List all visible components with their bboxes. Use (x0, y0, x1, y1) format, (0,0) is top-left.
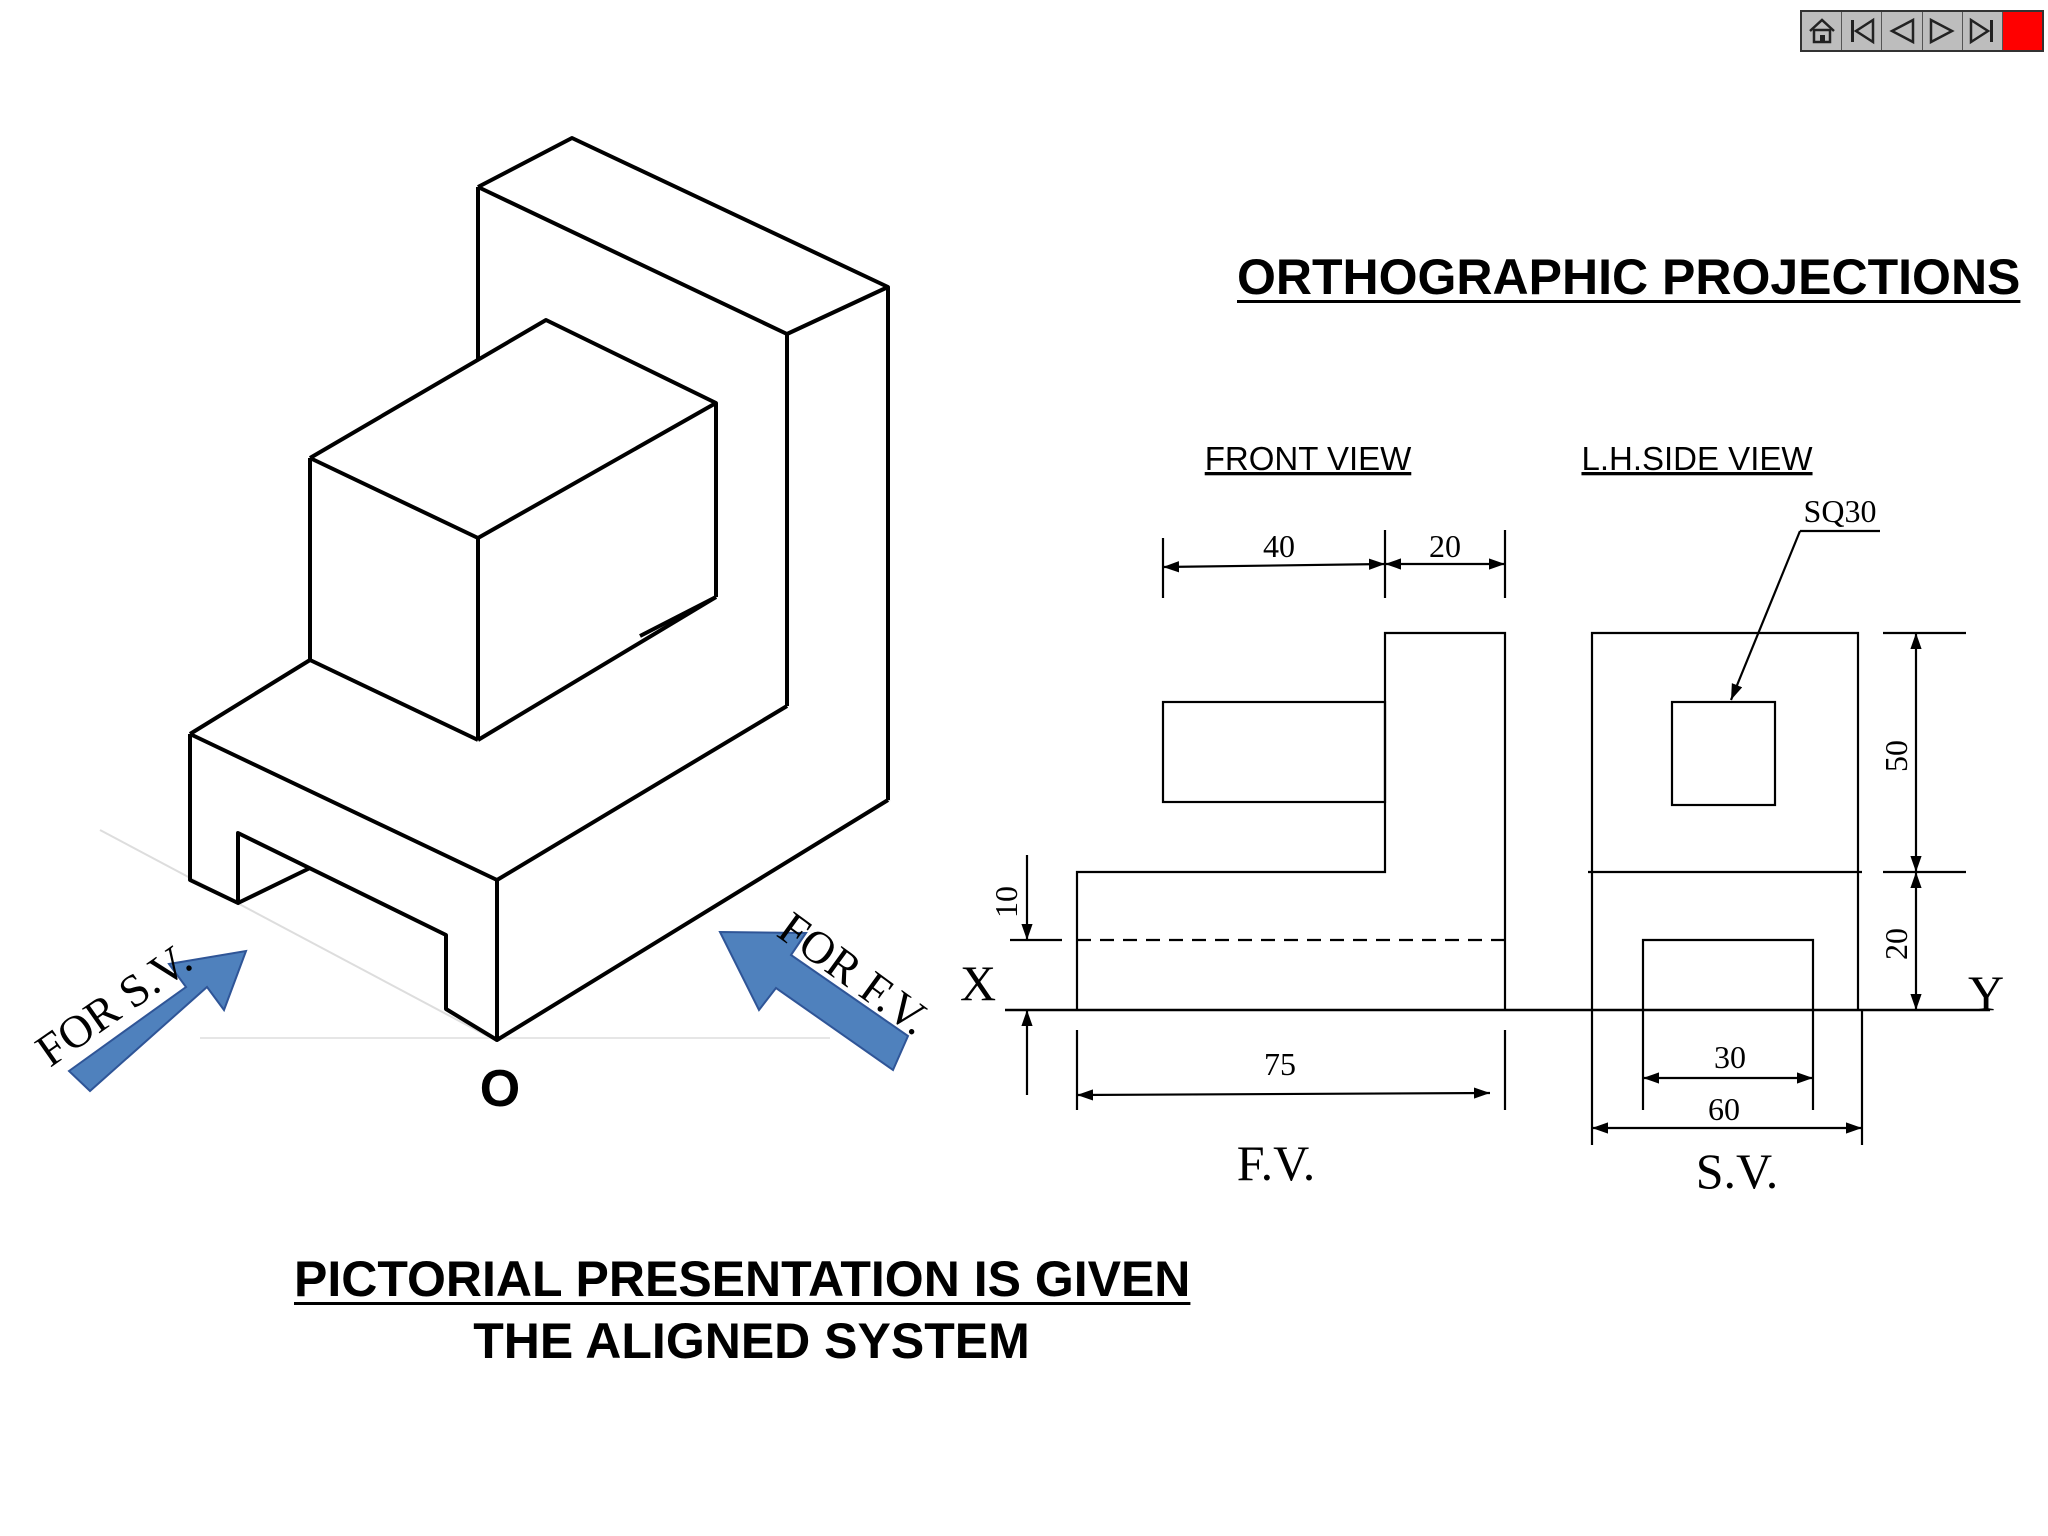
dim-30: 30 (1714, 1039, 1746, 1075)
y-label: Y (1968, 965, 2004, 1021)
exit-button[interactable] (2002, 12, 2043, 50)
dim-20-top: 20 (1429, 528, 1461, 564)
home-button[interactable] (1802, 12, 1843, 50)
dim-60: 60 (1708, 1091, 1740, 1127)
dim-20-side: 20 (1878, 928, 1914, 960)
upright-block (477, 136, 890, 800)
sv-caption: S.V. (1696, 1143, 1778, 1199)
first-slide-button[interactable] (1842, 12, 1883, 50)
base-slot (188, 734, 499, 1042)
fv-caption: F.V. (1237, 1135, 1315, 1191)
front-view: FRONT VIEW 40 20 10 75 F.V. (988, 440, 1507, 1191)
isometric-object (99, 136, 891, 1042)
aligned-system-subtitle: THE ALIGNED SYSTEM (473, 1313, 1030, 1369)
last-slide-icon (1970, 17, 1994, 45)
origin-label: O (480, 1060, 520, 1118)
side-view-heading: L.H.SIDE VIEW (1581, 440, 1813, 477)
arrow-for-sv: FOR S.V. (26, 933, 248, 1093)
x-label: X (960, 955, 996, 1011)
slide-navigation-bar (1800, 10, 2044, 52)
previous-slide-button[interactable] (1882, 12, 1923, 50)
xy-reference-line: X Y (960, 955, 2004, 1021)
sq30-label: SQ30 (1804, 493, 1877, 529)
side-view: L.H.SIDE VIEW SQ30 50 20 30 (1581, 440, 1966, 1199)
dim-50: 50 (1878, 740, 1914, 772)
orthographic-title: ORTHOGRAPHIC PROJECTIONS (1237, 249, 2021, 305)
front-view-heading: FRONT VIEW (1205, 440, 1412, 477)
base-slab (188, 658, 312, 736)
next-slide-icon (1929, 17, 1955, 45)
top-box (308, 318, 718, 597)
home-icon (1808, 18, 1835, 44)
arrow-for-fv: FOR F.V. (718, 902, 939, 1072)
previous-slide-icon (1889, 17, 1915, 45)
dim-40: 40 (1263, 528, 1295, 564)
pictorial-title: PICTORIAL PRESENTATION IS GIVEN (294, 1251, 1191, 1307)
next-slide-button[interactable] (1922, 12, 1963, 50)
first-slide-icon (1850, 17, 1874, 45)
last-slide-button[interactable] (1962, 12, 2003, 50)
dim-75: 75 (1264, 1046, 1296, 1082)
dim-10: 10 (988, 886, 1024, 918)
